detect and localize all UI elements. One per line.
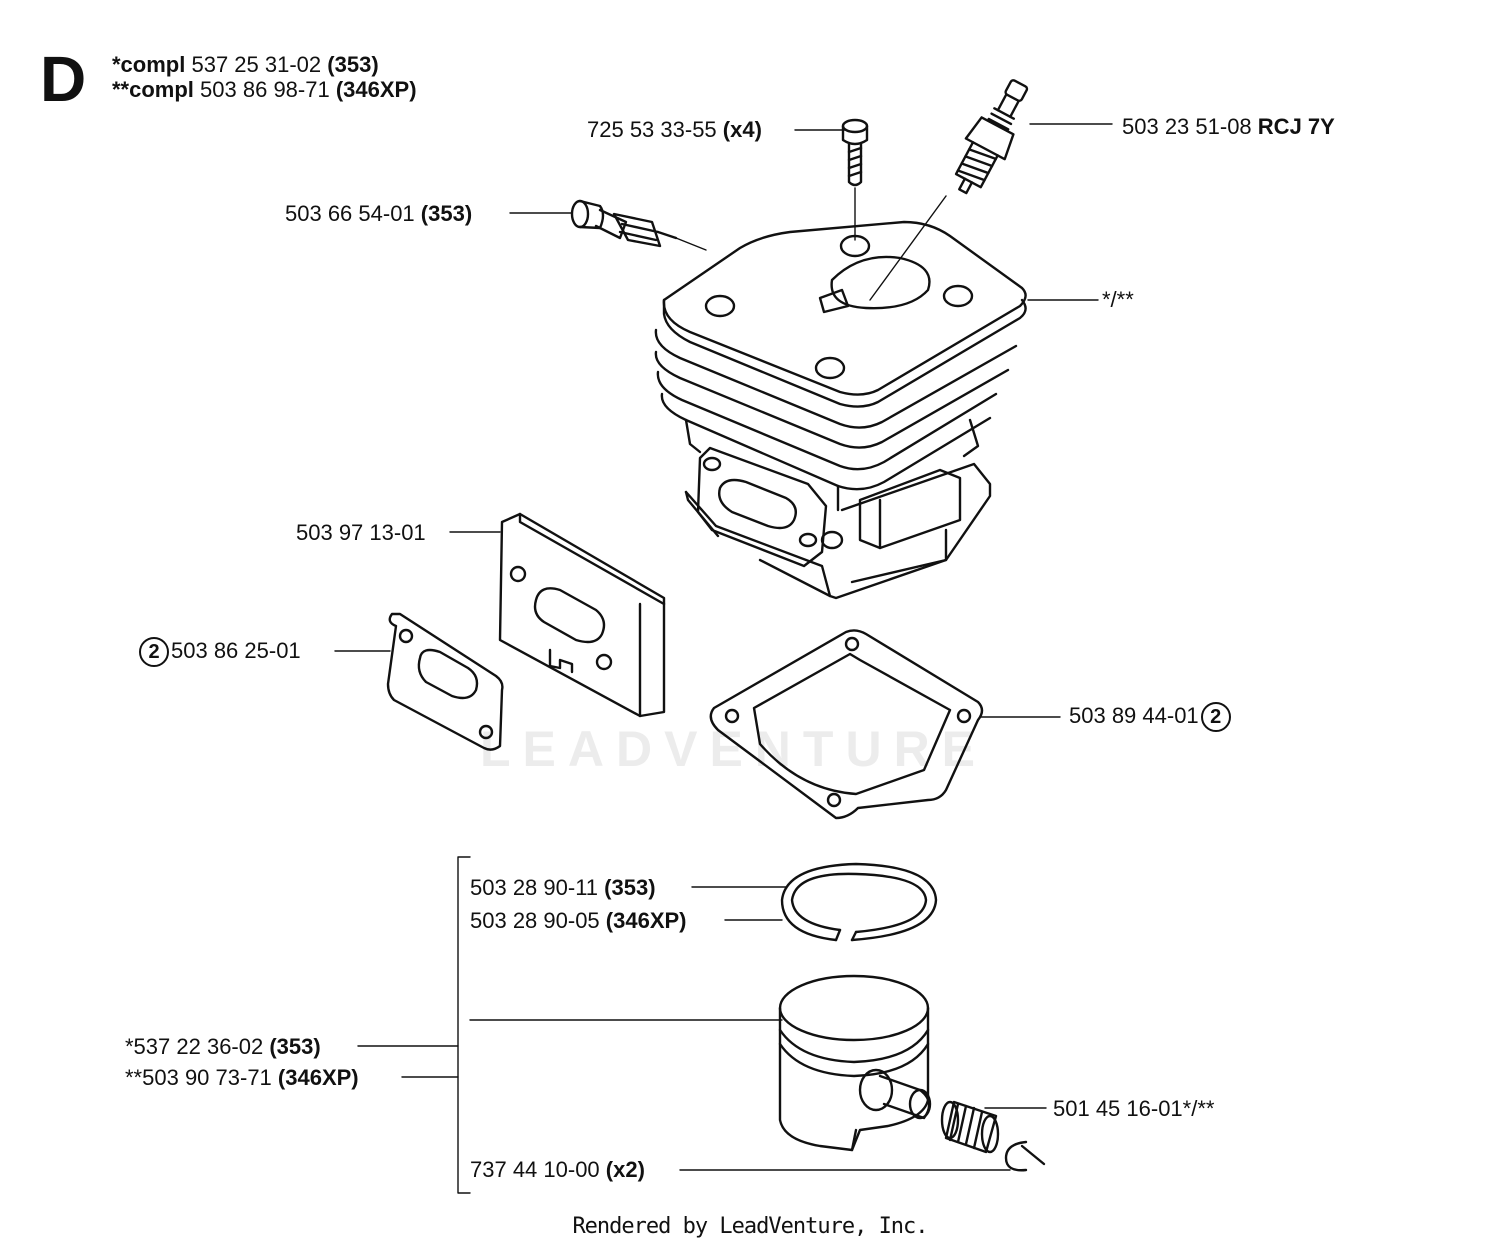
callout-piston-353-model: (353) [269, 1034, 321, 1059]
header-model-353: (353) [327, 52, 379, 77]
callout-spark-plug-number: 503 23 51-08 [1122, 114, 1252, 139]
callout-cylinder-gasket-badge: 2 [1200, 702, 1231, 732]
spark-plug-part [954, 79, 1029, 195]
callout-bearing[interactable]: 501 45 16-01*/** [1053, 1096, 1215, 1121]
muffler-gasket-part [386, 612, 504, 751]
piston-part [778, 974, 932, 1152]
callout-ring-346xp[interactable]: 503 28 90-05 (346XP) [470, 908, 687, 934]
callout-decomp-valve[interactable]: 503 66 54-01 (353) [285, 201, 472, 227]
header-prefix-353: *compl [112, 52, 186, 77]
callout-screw-number: 725 53 33-55 [587, 117, 717, 142]
header-assembly-346xp: **compl 503 86 98-71 (346XP) [112, 77, 417, 103]
callout-decomp-valve-model: (353) [420, 201, 473, 226]
cylinder-part [654, 220, 1027, 600]
callout-ring-353-number: 503 28 90-11 [470, 875, 599, 900]
footer-credit: Rendered by LeadVenture, Inc. [572, 1214, 928, 1239]
callout-ring-346xp-number: 503 28 90-05 [470, 908, 600, 933]
callout-piston-346xp[interactable]: **503 90 73-71 (346XP) [125, 1065, 359, 1091]
circlip-part [1004, 1140, 1046, 1172]
callout-piston-346xp-model: (346XP) [277, 1065, 359, 1090]
callout-circlip-number: 737 44 10-00 [470, 1157, 600, 1182]
leader-lines [334, 123, 1113, 1194]
screw-part [841, 118, 869, 187]
header-model-346xp: (346XP) [335, 77, 417, 102]
callout-piston-353-number: *537 22 36-02 [125, 1034, 264, 1059]
decomp-valve-part [570, 199, 678, 248]
callout-ring-353-model: (353) [604, 875, 656, 900]
callout-piston-353[interactable]: *537 22 36-02 (353) [125, 1034, 321, 1060]
callout-muffler-gasket-badge: 2 [139, 637, 169, 667]
callout-screw[interactable]: 725 53 33-55 (x4) [587, 117, 762, 143]
plate-part [498, 512, 666, 718]
callout-cylinder[interactable]: */** [1102, 287, 1134, 312]
header-assembly-353: *compl 537 25 31-02 (353) [112, 52, 379, 78]
header-prefix-346xp: **compl [112, 77, 194, 102]
needle-bearing-part [940, 1100, 1000, 1154]
callout-spark-plug-type: RCJ 7Y [1257, 114, 1335, 139]
callout-circlip[interactable]: 737 44 10-00 (x2) [470, 1157, 645, 1183]
callout-ring-346xp-model: (346XP) [605, 908, 687, 933]
callout-screw-qty: (x4) [722, 117, 762, 142]
callout-cylinder-gasket-number: 503 89 44-01 [1069, 702, 1199, 728]
callout-circlip-qty: (x2) [605, 1157, 645, 1182]
piston-ring-part [780, 862, 938, 942]
callout-decomp-valve-number: 503 66 54-01 [285, 201, 415, 226]
header-number-346xp: 503 86 98-71 [200, 77, 330, 102]
section-letter: D [40, 43, 87, 115]
watermark: LEADVENTURE [480, 721, 988, 777]
callout-piston-346xp-number: **503 90 73-71 [125, 1065, 272, 1090]
callout-muffler-gasket-number: 503 86 25-01 [171, 637, 301, 663]
cylinder-gasket-part [709, 629, 984, 820]
callout-spark-plug[interactable]: 503 23 51-08 RCJ 7Y [1122, 114, 1335, 140]
callout-plate[interactable]: 503 97 13-01 [296, 520, 426, 545]
header-number-353: 537 25 31-02 [191, 52, 322, 77]
callout-ring-353[interactable]: 503 28 90-11 (353) [470, 875, 656, 901]
